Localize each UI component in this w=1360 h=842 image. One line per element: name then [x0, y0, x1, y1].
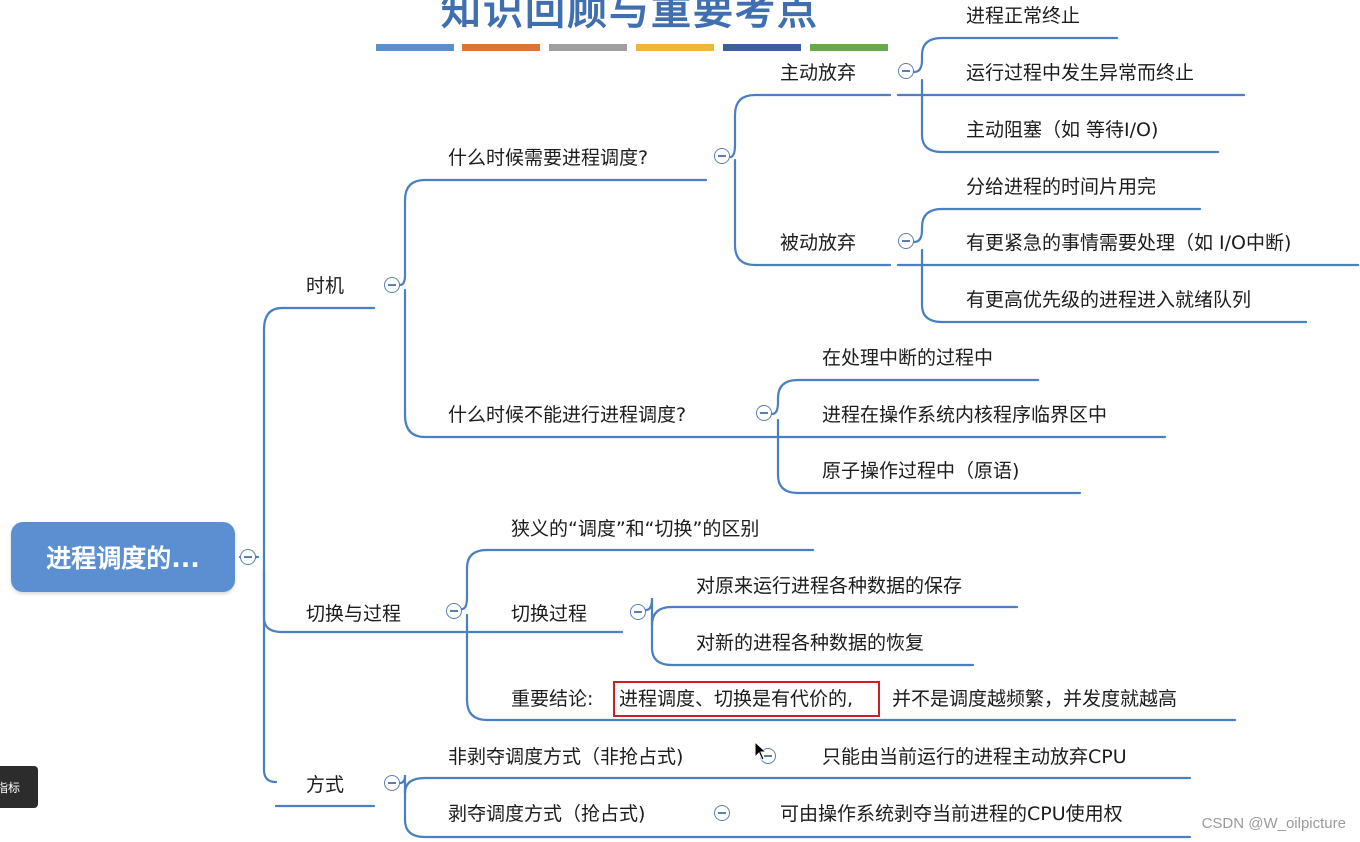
preemptive-collapse-toggle[interactable] — [714, 805, 730, 821]
node-passive-give-up[interactable]: 被动放弃 — [780, 232, 857, 254]
leaf-process-2: 对新的进程各种数据的恢复 — [696, 632, 925, 654]
leaf-conclusion-prefix: 重要结论: — [511, 688, 594, 710]
switching-collapse-toggle[interactable] — [446, 603, 462, 619]
leaf-when-not-1: 在处理中断的过程中 — [822, 347, 994, 369]
leaf-conclusion-suffix: 并不是调度越频繁，并发度就越高 — [892, 688, 1178, 710]
leaf-switch-diff: 狭义的“调度”和“切换”的区别 — [511, 518, 760, 540]
leaf-preemptive-detail: 可由操作系统剥夺当前进程的CPU使用权 — [780, 803, 1123, 825]
node-switching[interactable]: 切换与过程 — [306, 603, 402, 625]
switch-process-collapse-toggle[interactable] — [630, 604, 646, 620]
passive-give-up-collapse-toggle[interactable] — [898, 233, 914, 249]
node-timing[interactable]: 时机 — [306, 275, 345, 297]
leaf-when-not-3: 原子操作过程中（原语) — [822, 460, 1020, 482]
leaf-active-1: 进程正常终止 — [966, 5, 1081, 27]
leaf-passive-3: 有更高优先级的进程进入就绪队列 — [966, 289, 1252, 311]
color-bar-3 — [549, 44, 627, 51]
color-bar-4 — [636, 44, 714, 51]
leaf-process-1: 对原来运行进程各种数据的保存 — [696, 575, 963, 597]
leaf-active-2: 运行过程中发生异常而终止 — [966, 62, 1195, 84]
slide-title: 知识回顾与重要考点 — [441, 0, 819, 34]
leaf-non-preemptive-detail: 只能由当前运行的进程主动放弃CPU — [822, 746, 1127, 768]
node-preemptive[interactable]: 剥夺调度方式（抢占式) — [448, 803, 646, 825]
leaf-passive-1: 分给进程的时间片用完 — [966, 176, 1157, 198]
csdn-watermark: CSDN @W_oilpicture — [1201, 815, 1346, 832]
leaf-passive-2: 有更紧急的事情需要处理（如 I/O中断) — [966, 232, 1292, 254]
leaf-when-not-2: 进程在操作系统内核程序临界区中 — [822, 404, 1108, 426]
when-needed-collapse-toggle[interactable] — [714, 148, 730, 164]
leaf-conclusion-highlight: 进程调度、切换是有代价的, — [619, 688, 854, 710]
color-bar-1 — [376, 44, 454, 51]
color-bar-2 — [462, 44, 540, 51]
node-methods[interactable]: 方式 — [306, 774, 345, 796]
active-give-up-collapse-toggle[interactable] — [898, 63, 914, 79]
node-non-preemptive[interactable]: 非剥夺调度方式（非抢占式) — [448, 746, 684, 768]
tooltip-fragment: 指标 — [0, 766, 38, 808]
color-bar-5 — [723, 44, 801, 51]
tooltip-text: 指标 — [0, 780, 21, 795]
root-collapse-toggle[interactable] — [240, 549, 256, 565]
timing-collapse-toggle[interactable] — [384, 277, 400, 293]
leaf-active-3: 主动阻塞（如 等待I/O) — [966, 119, 1159, 141]
node-when-needed[interactable]: 什么时候需要进程调度? — [448, 147, 649, 169]
root-node[interactable]: 进程调度的... — [11, 522, 235, 592]
node-when-not[interactable]: 什么时候不能进行进程调度? — [448, 404, 687, 426]
color-bar-6 — [810, 44, 888, 51]
mouse-pointer-icon — [754, 741, 768, 761]
methods-collapse-toggle[interactable] — [384, 775, 400, 791]
node-active-give-up[interactable]: 主动放弃 — [780, 62, 857, 84]
when-not-collapse-toggle[interactable] — [756, 405, 772, 421]
node-switch-process[interactable]: 切换过程 — [511, 603, 588, 625]
conclusion-highlight-box — [613, 681, 880, 717]
